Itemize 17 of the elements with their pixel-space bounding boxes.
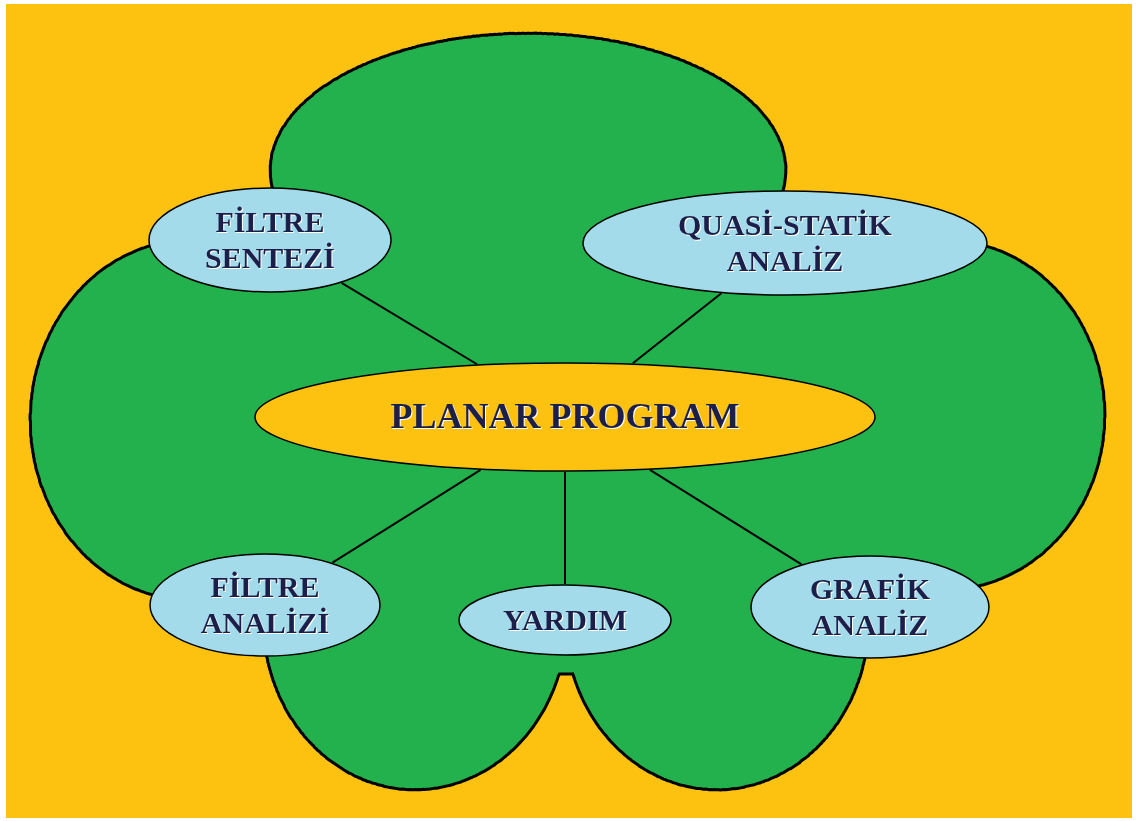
connector-line (340, 281, 479, 366)
node-label: QUASİ-STATİK ANALİZ (677, 207, 893, 279)
connector-line (631, 292, 723, 365)
ellipse-node (148, 187, 392, 293)
ellipse-node (254, 362, 876, 472)
ellipse-node (582, 190, 988, 296)
connector-line (564, 471, 566, 585)
ellipse-node (750, 555, 990, 659)
node-label: GRAFİK ANALİZ (809, 571, 931, 643)
ellipse-node (458, 584, 672, 656)
ellipse-node (149, 553, 381, 657)
node-label: YARDIM (503, 602, 627, 638)
connector-line (648, 468, 803, 566)
node-label: FİLTRE SENTEZİ (203, 204, 337, 276)
node-label: PLANAR PROGRAM (390, 395, 740, 439)
node-label: FİLTRE ANALİZİ (199, 569, 331, 641)
connector-line (331, 468, 482, 564)
